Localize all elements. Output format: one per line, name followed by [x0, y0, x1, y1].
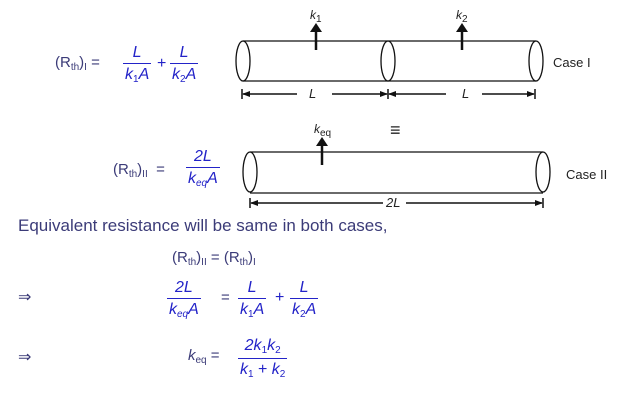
- step3-lhs: keq =: [188, 347, 220, 366]
- case1-label: Case I: [553, 55, 591, 70]
- step2-plus: +: [275, 289, 285, 306]
- eq-case1-lhs: (Rth)I =: [55, 54, 100, 73]
- step1-equation: (Rth)II = (Rth)I: [172, 249, 256, 268]
- case1-rod: [235, 40, 544, 82]
- implies-icon: ⇒: [18, 349, 32, 366]
- statement-text: Equivalent resistance will be same in bo…: [18, 216, 388, 235]
- case2-dimension-line: [249, 198, 544, 208]
- keq-label: keq: [314, 122, 332, 139]
- case2-label: Case II: [566, 167, 608, 182]
- step2-equals: =: [221, 289, 230, 306]
- eq-case2-lhs: (Rth)II =: [113, 161, 165, 180]
- k1-label: k1: [310, 8, 322, 25]
- length-total-label: 2L: [386, 195, 401, 210]
- eq-case1-plus: +: [157, 55, 167, 72]
- implies-icon: ⇒: [18, 289, 32, 306]
- k1-arrow-icon: [310, 23, 322, 50]
- case2-rod: [242, 151, 551, 194]
- k2-label: k2: [456, 8, 468, 25]
- case1-dimension-lines: [241, 89, 536, 99]
- length2-label: L: [462, 86, 470, 101]
- equivalent-symbol: ≡: [390, 120, 401, 140]
- keq-arrow-icon: [316, 137, 328, 165]
- k2-arrow-icon: [456, 23, 468, 50]
- length1-label: L: [309, 86, 317, 101]
